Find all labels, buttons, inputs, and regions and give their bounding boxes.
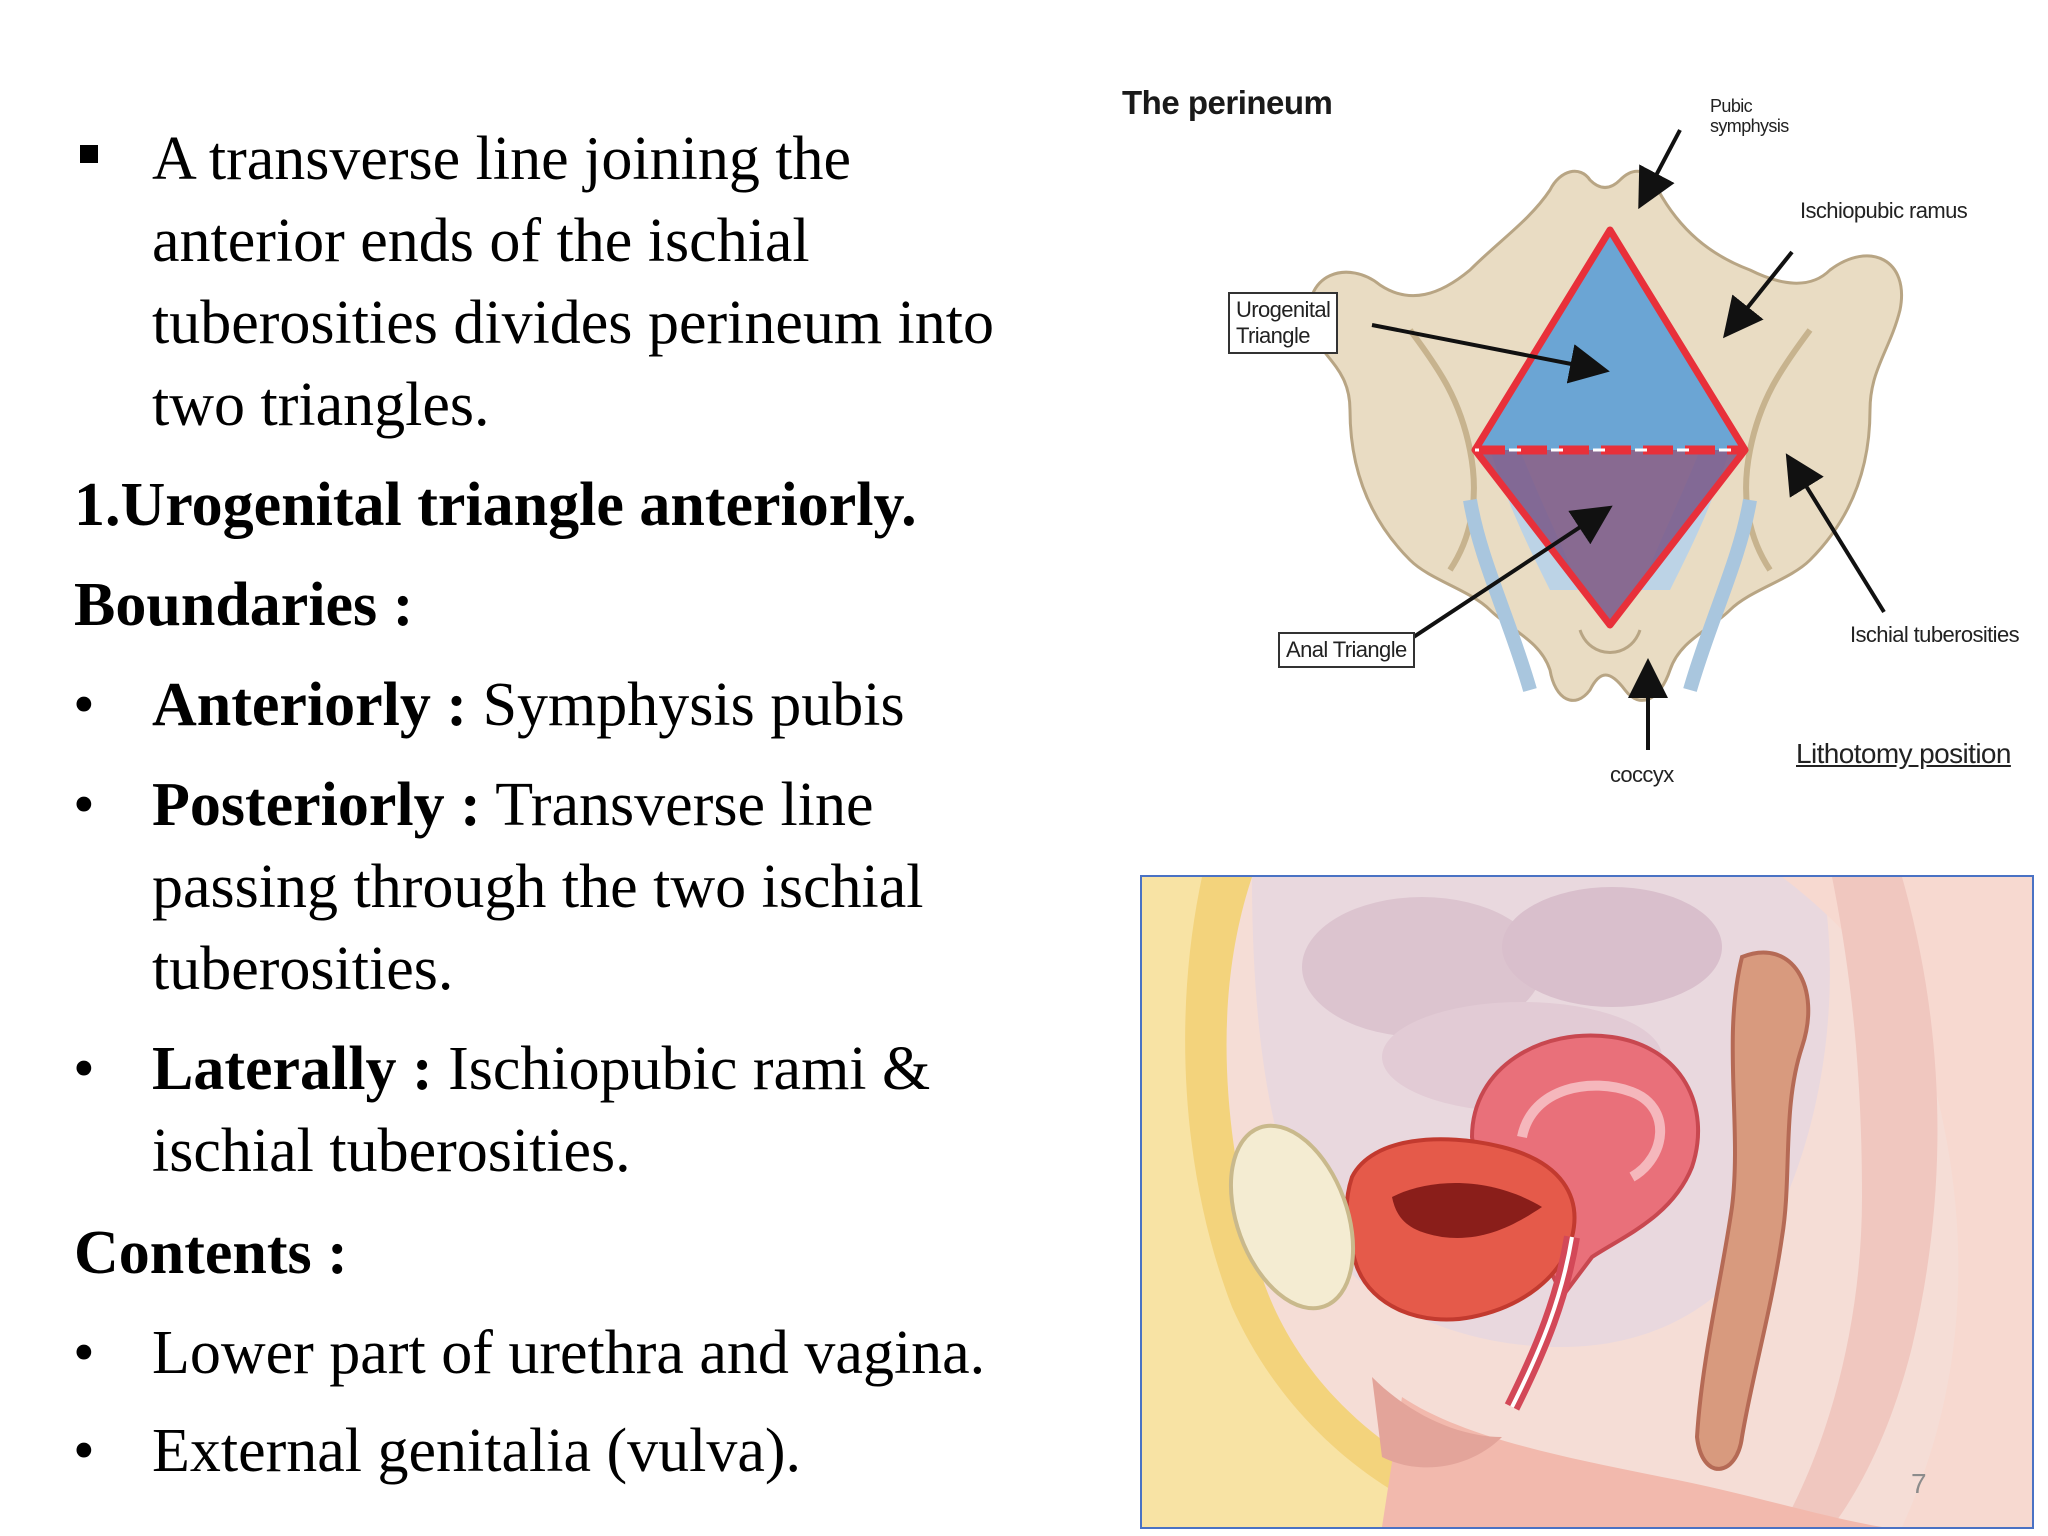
bullet-dot: • <box>73 1319 95 1387</box>
boundary-posteriorly-line-2: passing through the two ischial <box>152 853 924 921</box>
boundary-laterally-line-2: ischial tuberosities. <box>152 1117 631 1185</box>
label-lithotomy-position: Lithotomy position <box>1796 738 2011 769</box>
boundary-posteriorly-line-3: tuberosities. <box>152 935 454 1003</box>
label-ischial-tuberosities: Ischial tuberosities <box>1850 622 2020 647</box>
slide-text-column: A transverse line joining the anterior e… <box>73 125 995 1485</box>
figure-title: The perineum <box>1122 84 1333 121</box>
boundary-posteriorly: Posteriorly : Transverse line <box>152 771 874 839</box>
bullet-dot: • <box>73 1417 95 1485</box>
contents-item-2: External genitalia (vulva). <box>152 1417 802 1485</box>
intro-line-4: two triangles. <box>152 371 490 439</box>
label-urogenital-triangle: Urogenital Triangle <box>1228 292 1339 354</box>
page-number: 7 <box>1911 1468 1927 1499</box>
heading-boundaries: Boundaries : <box>74 571 414 639</box>
boundary-laterally: Laterally : Ischiopubic rami & <box>152 1035 931 1103</box>
sagittal-section-illustration <box>1142 877 2032 1527</box>
bullet-dot: • <box>73 1035 95 1103</box>
label-ischiopubic-ramus: Ischiopubic ramus <box>1800 198 1968 223</box>
pelvis-illustration <box>1307 129 1903 750</box>
intro-line-2: anterior ends of the ischial <box>152 207 810 275</box>
heading-urogenital: 1.Urogenital triangle anteriorly. <box>74 471 917 539</box>
boundary-anteriorly: Anteriorly : Symphysis pubis <box>152 671 905 739</box>
bullet-dot: • <box>73 671 95 739</box>
heading-contents: Contents : <box>74 1219 348 1287</box>
sagittal-section-figure <box>1140 875 2034 1529</box>
label-pubic-symphysis: Pubic symphysis <box>1710 96 1789 136</box>
square-bullet <box>80 145 98 163</box>
intro-line-1: A transverse line joining the <box>152 125 852 193</box>
intro-line-3: tuberosities divides perineum into <box>152 289 995 357</box>
contents-item-1: Lower part of urethra and vagina. <box>152 1319 986 1387</box>
label-anal-triangle: Anal Triangle <box>1278 632 1415 668</box>
perineum-figure: The perineum <box>1110 70 2030 810</box>
label-coccyx: coccyx <box>1610 762 1674 787</box>
bullet-dot: • <box>73 771 95 839</box>
